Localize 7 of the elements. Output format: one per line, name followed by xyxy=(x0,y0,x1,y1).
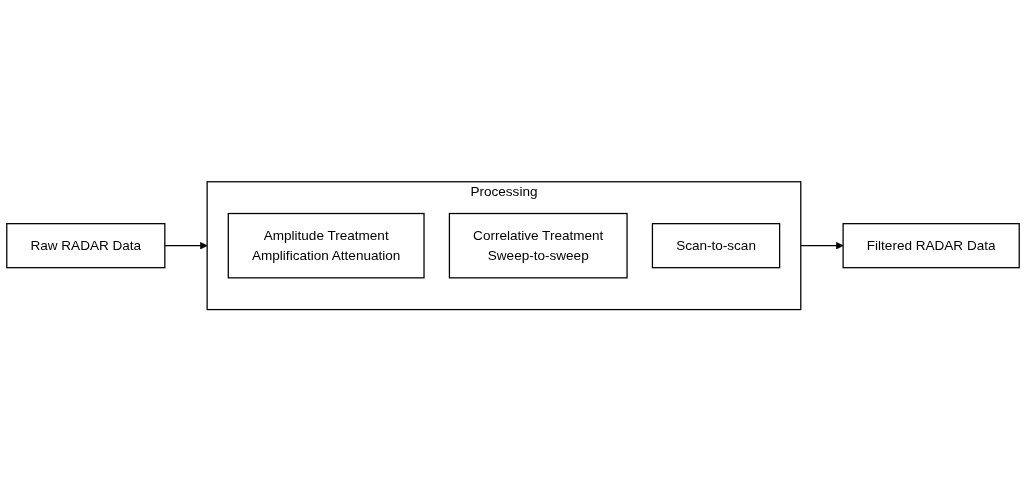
node-box: Filtered RADAR Data xyxy=(842,222,1020,269)
arrow xyxy=(800,241,844,250)
node-box: Correlative Treatment Sweep-to-sweep xyxy=(448,212,628,279)
node-box: Raw RADAR Data xyxy=(6,222,166,269)
node-box: Amplitude Treatment Amplification Attenuation xyxy=(227,212,425,279)
arrow xyxy=(164,241,208,250)
node-box: Scan-to-scan xyxy=(651,222,781,269)
